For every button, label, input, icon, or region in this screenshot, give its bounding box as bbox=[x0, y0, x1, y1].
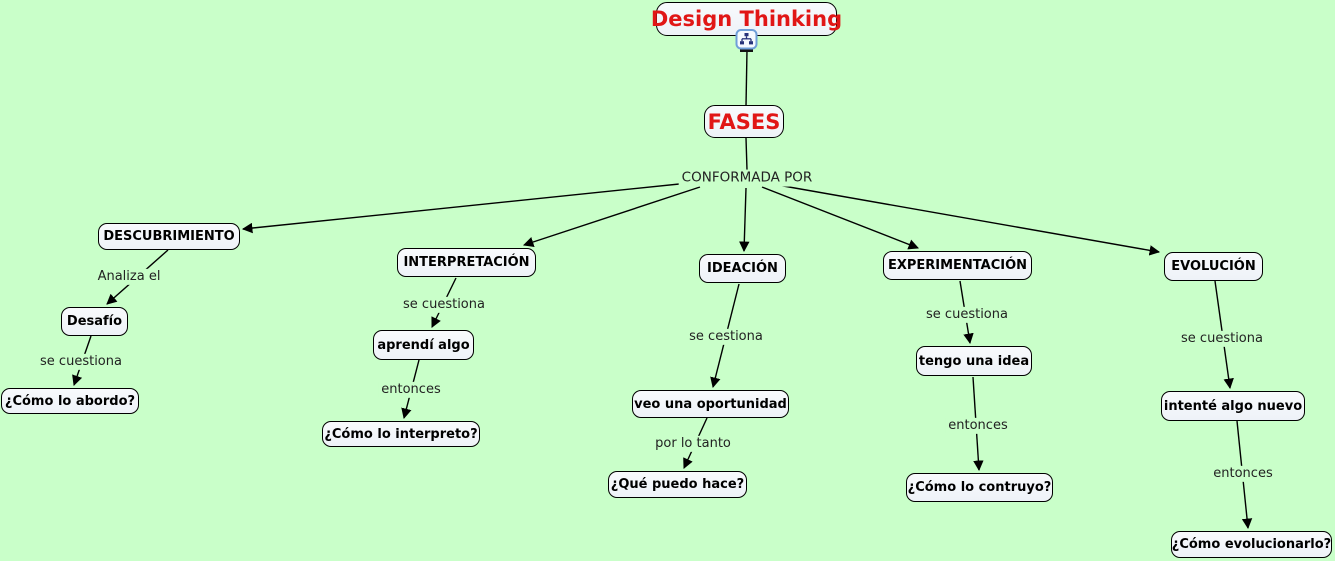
link-phrase-se-cuestiona-1[interactable]: se cuestiona bbox=[37, 353, 125, 371]
link-phrase-entonces-1[interactable]: entonces bbox=[378, 381, 444, 399]
concept-map-resource-icon[interactable] bbox=[735, 29, 758, 57]
link-phrase-se-cestiona[interactable]: se cestiona bbox=[686, 328, 766, 346]
link-phrase-se-cuestiona-2[interactable]: se cuestiona bbox=[400, 296, 488, 314]
node-intente-algo-nuevo[interactable]: intenté algo nuevo bbox=[1161, 391, 1305, 421]
node-ideacion[interactable]: IDEACIÓN bbox=[699, 254, 786, 283]
link-phrase-por-lo-tanto[interactable]: por lo tanto bbox=[652, 435, 734, 453]
node-como-evolucionarlo[interactable]: ¿Cómo evolucionarlo? bbox=[1171, 531, 1332, 558]
node-como-lo-abordo[interactable]: ¿Cómo lo abordo? bbox=[1, 388, 139, 414]
node-descubrimiento[interactable]: DESCUBRIMIENTO bbox=[98, 223, 240, 250]
node-desafio[interactable]: Desafío bbox=[61, 307, 128, 336]
node-como-lo-interpreto[interactable]: ¿Cómo lo interpreto? bbox=[322, 421, 480, 447]
node-interpretacion[interactable]: INTERPRETACIÓN bbox=[397, 248, 536, 277]
node-aprendi-algo[interactable]: aprendí algo bbox=[373, 330, 474, 360]
node-fases[interactable]: FASES bbox=[704, 105, 784, 138]
node-evolucion[interactable]: EVOLUCIÓN bbox=[1164, 252, 1263, 281]
link-phrase-entonces-2[interactable]: entonces bbox=[945, 417, 1011, 435]
node-como-lo-contruyo[interactable]: ¿Cómo lo contruyo? bbox=[906, 473, 1053, 502]
link-phrase-se-cuestiona-4[interactable]: se cuestiona bbox=[1178, 330, 1266, 348]
node-que-puedo-hace[interactable]: ¿Qué puedo hace? bbox=[608, 471, 747, 498]
node-tengo-una-idea[interactable]: tengo una idea bbox=[916, 346, 1032, 376]
link-phrase-analiza-el[interactable]: Analiza el bbox=[94, 268, 164, 286]
link-phrase-entonces-3[interactable]: entonces bbox=[1210, 465, 1276, 483]
node-experimentacion[interactable]: EXPERIMENTACIÓN bbox=[883, 251, 1032, 280]
link-phrase-se-cuestiona-3[interactable]: se cuestiona bbox=[923, 306, 1011, 324]
link-phrase-conformada-por[interactable]: CONFORMADA POR bbox=[678, 169, 816, 187]
node-veo-una-oportunidad[interactable]: veo una oportunidad bbox=[632, 390, 789, 418]
